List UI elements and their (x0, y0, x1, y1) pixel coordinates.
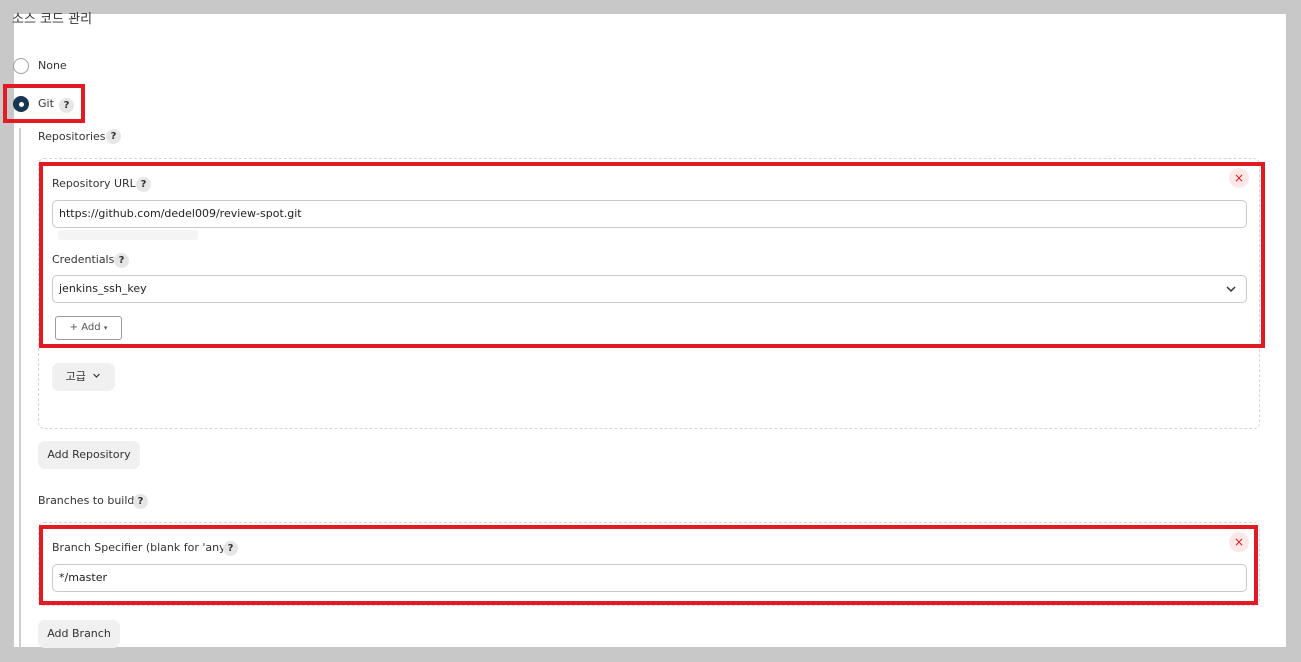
close-icon[interactable]: × (1229, 168, 1249, 188)
branch-highlight (39, 525, 1258, 605)
nesting-guide-line (19, 128, 21, 648)
add-repository-button[interactable]: Add Repository (38, 441, 140, 469)
add-branch-button[interactable]: Add Branch (38, 620, 120, 648)
scm-config-panel: 소스 코드 관리 None Git ? Repositories ? × Rep… (3, 12, 1286, 648)
section-title: 소스 코드 관리 (12, 12, 93, 27)
git-option-highlight (3, 84, 85, 123)
repository-highlight (39, 162, 1265, 348)
repositories-label: Repositories (38, 130, 106, 143)
credentials-select-value: jenkins_ssh_key (59, 282, 147, 295)
repository-url-ghost-hint (58, 230, 198, 240)
help-icon[interactable]: ? (106, 129, 121, 144)
help-icon[interactable]: ? (133, 494, 148, 509)
help-icon[interactable]: ? (223, 541, 238, 556)
close-icon[interactable]: × (1229, 532, 1249, 552)
advanced-button-label: 고급 (65, 370, 86, 383)
branch-container (38, 522, 1260, 606)
credentials-label: Credentials (52, 253, 115, 266)
branch-specifier-input[interactable]: */master (52, 564, 1247, 592)
chevron-down-icon (1225, 283, 1237, 295)
credentials-select[interactable]: jenkins_ssh_key (52, 275, 1247, 303)
radio-git[interactable] (13, 96, 29, 112)
caret-down-icon: ▾ (103, 324, 108, 332)
help-icon[interactable]: ? (59, 98, 74, 113)
help-icon[interactable]: ? (136, 177, 151, 192)
help-icon[interactable]: ? (114, 253, 129, 268)
radio-git-label: Git (38, 97, 54, 110)
branch-specifier-label: Branch Specifier (blank for 'any') (52, 541, 233, 554)
add-credentials-label: Add (81, 322, 101, 333)
add-credentials-button[interactable]: + Add ▾ (55, 316, 122, 340)
branches-to-build-label: Branches to build (38, 494, 135, 507)
repository-container (38, 158, 1260, 429)
advanced-button[interactable]: 고급 (52, 363, 115, 391)
radio-none-label: None (38, 59, 67, 72)
repository-url-label: Repository URL (52, 177, 136, 190)
radio-none[interactable] (13, 58, 29, 74)
plus-icon: + (69, 322, 79, 333)
repository-url-input[interactable]: https://github.com/dedel009/review-spot.… (52, 200, 1247, 228)
chevron-down-icon (92, 363, 101, 391)
